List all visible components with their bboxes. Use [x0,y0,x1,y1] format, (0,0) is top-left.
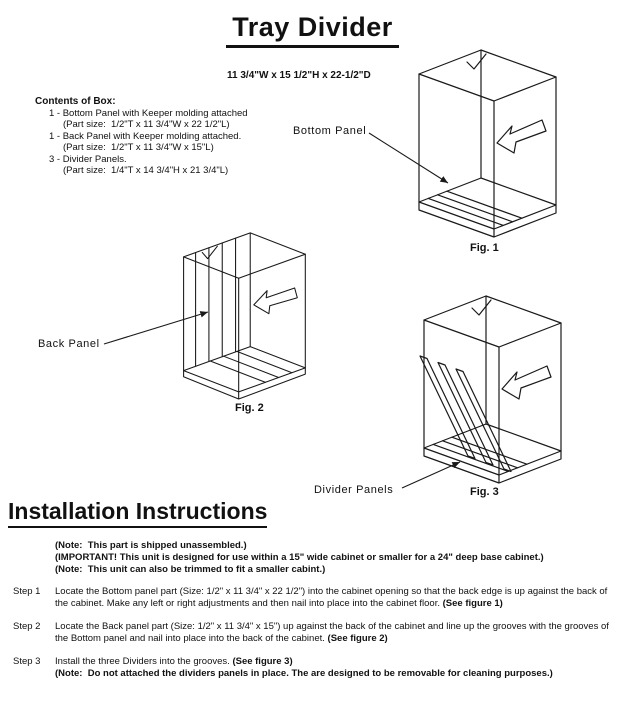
figure-3-svg [419,295,562,484]
contents-item-2-part-size: (Part size: 1/2"T x 11 3/4"W x 15"L) [63,142,214,153]
bottom-panel-grooves [209,350,293,383]
divider-panels-shapes [419,355,512,473]
contents-item-1-part-size: (Part size: 1/2"T x 11 3/4"W x 22 1/2"L) [63,119,230,130]
installation-instructions-heading-text: Installation Instructions [8,498,268,528]
check-mark-icon [471,299,492,316]
back-panel-leader-line [103,311,209,345]
divider-panels-label: Divider Panels [314,484,394,496]
installation-notes: (Note: This part is shipped unassembled.… [55,540,620,576]
bottom-panel-leader-line [368,132,449,184]
contents-of-box: Contents of Box: 1 - Bottom Panel with K… [35,96,248,177]
back-panel-label: Back Panel [38,338,100,350]
step-3-body: Install the three Dividers into the groo… [55,656,230,667]
check-mark-icon [466,53,487,70]
cabinet-frame [423,295,562,484]
overall-dimensions: 11 3/4"W x 15 1/2"H x 22-1/2"D [227,70,371,81]
figure-2-caption: Fig. 2 [235,402,264,414]
figure-2-drawing [172,224,332,415]
cabinet-frame [183,232,306,400]
installation-instructions-heading: Installation Instructions [8,498,268,528]
step-3-text: Install the three Dividers into the groo… [55,656,617,679]
note-trim-smaller-cabinet: (Note: This unit can also be trimmed to … [55,564,326,575]
contents-item-1: 1 - Bottom Panel with Keeper molding att… [49,107,248,119]
step-3-label: Step 3 [13,656,41,667]
figure-1-drawing [383,40,573,255]
check-mark-icon [201,245,218,260]
insertion-arrow-icon [253,287,298,315]
step-2-body: Locate the Back panel part (Size: 1/2" x… [55,621,612,644]
contents-item-3: 3 - Divider Panels. [49,153,127,165]
bottom-panel-grooves [427,190,523,226]
bottom-panel-label: Bottom Panel [293,125,367,137]
note-important-cabinet-size: (IMPORTANT! This unit is designed for us… [55,552,544,563]
figure-1-caption: Fig. 1 [470,242,499,254]
step-2-text: Locate the Back panel part (Size: 1/2" x… [55,621,617,644]
back-panel-grooves [195,237,237,367]
step-1-see-figure: (See figure 1) [442,597,503,609]
cabinet-frame [418,49,557,238]
figure-1-svg [418,49,557,238]
note-shipped-unassembled: (Note: This part is shipped unassembled.… [55,540,247,551]
step-3-see-figure: (See figure 3) [232,656,293,667]
step-1-label: Step 1 [13,586,41,597]
figure-2-svg [183,232,306,400]
insertion-arrow-icon [501,365,552,400]
divider-panels-leader-line [401,461,461,489]
contents-item-3-part-size: (Part size: 1/4"T x 14 3/4"H x 21 3/4"L) [63,165,229,176]
step-2-label: Step 2 [13,621,41,632]
step-1-body: Locate the Bottom panel part (Size: 1/2"… [55,586,610,609]
figure-3-caption: Fig. 3 [470,486,499,498]
insertion-arrow-icon [496,119,547,154]
page-title: Tray Divider [0,12,625,48]
bottom-panel-grooves [432,436,528,472]
contents-item-2: 1 - Back Panel with Keeper molding attac… [49,130,242,142]
step-2-see-figure: (See figure 2) [327,632,388,644]
page-title-text: Tray Divider [226,12,399,48]
contents-heading: Contents of Box: [35,96,116,107]
figure-3-drawing [388,286,578,501]
step-3-note: (Note: Do not attached the dividers pane… [55,667,553,679]
step-1-text: Locate the Bottom panel part (Size: 1/2"… [55,586,617,609]
